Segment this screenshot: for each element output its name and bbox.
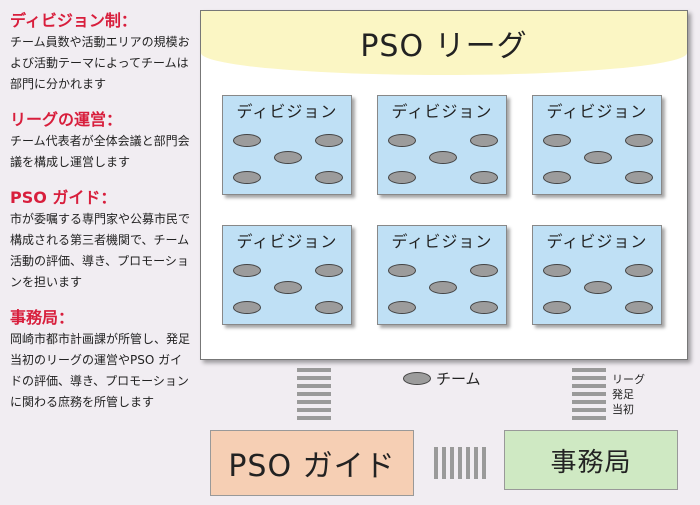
division-label: ディビジョン	[236, 232, 338, 251]
team-mark	[625, 134, 653, 147]
team-mark	[543, 264, 571, 277]
team-mark	[233, 264, 261, 277]
team-mark	[233, 301, 261, 314]
division-label: ディビジョン	[236, 102, 338, 121]
division-box: ディビジョン	[222, 225, 352, 325]
legend-team-icon	[403, 372, 431, 385]
team-mark	[388, 301, 416, 314]
secretariat-box: 事務局	[504, 430, 678, 490]
team-mark	[429, 281, 457, 294]
note-title: ディビジョン制：	[10, 11, 137, 30]
team-mark	[470, 264, 498, 277]
division-label: ディビジョン	[546, 102, 648, 121]
team-mark	[315, 264, 343, 277]
team-mark	[470, 134, 498, 147]
team-mark	[543, 171, 571, 184]
team-mark	[625, 301, 653, 314]
league-title: PSO リーグ	[360, 29, 528, 64]
team-mark	[543, 301, 571, 314]
team-mark	[543, 134, 571, 147]
note-title: PSO ガイド：	[10, 188, 117, 207]
team-mark	[470, 171, 498, 184]
connector-guide-office	[434, 447, 488, 479]
team-mark	[625, 264, 653, 277]
team-mark	[388, 171, 416, 184]
note-body: 岡崎市都市計画課が所管し、発足当初のリーグの運営やPSO ガイドの評価、導き、プ…	[10, 332, 191, 409]
connector-league-office	[572, 368, 606, 424]
team-mark	[315, 171, 343, 184]
team-mark	[274, 151, 302, 164]
legend-team-label: チーム	[436, 370, 481, 388]
note-pso-guide: PSO ガイド： 市が委嘱する専門家や公募市民で構成される第三者機関で、チーム活…	[10, 187, 192, 293]
team-mark	[388, 134, 416, 147]
explanation-panel: ディビジョン制： チーム員数や活動エリアの規模および活動テーマによってチームは部…	[10, 10, 192, 427]
note-secretariat: 事務局： 岡崎市都市計画課が所管し、発足当初のリーグの運営やPSO ガイドの評価…	[10, 307, 192, 413]
note-body: チーム員数や活動エリアの規模および活動テーマによってチームは部門に分かれます	[10, 35, 190, 91]
division-label: ディビジョン	[546, 232, 648, 251]
league-box: PSO リーグ ディビジョン ディビジョン ディビジョン ディビジョン ディビジ…	[200, 10, 688, 360]
division-box: ディビジョン	[377, 225, 507, 325]
team-mark	[388, 264, 416, 277]
division-label: ディビジョン	[391, 102, 493, 121]
team-mark	[625, 171, 653, 184]
side-note-line: 発足	[612, 388, 634, 401]
note-title: リーグの運営：	[10, 110, 123, 129]
division-box: ディビジョン	[222, 95, 352, 195]
team-mark	[315, 301, 343, 314]
division-box: ディビジョン	[532, 225, 662, 325]
team-mark	[470, 301, 498, 314]
team-mark	[429, 151, 457, 164]
team-mark	[233, 171, 261, 184]
secretariat-label: 事務局	[550, 447, 632, 478]
side-note-line: 当初	[612, 403, 634, 416]
division-box: ディビジョン	[532, 95, 662, 195]
team-mark	[584, 151, 612, 164]
note-body: 市が委嘱する専門家や公募市民で構成される第三者機関で、チーム活動の評価、導き、プ…	[10, 212, 191, 289]
note-league-operation: リーグの運営： チーム代表者が全体会議と部門会議を構成し運営します	[10, 109, 192, 173]
league-title-band: PSO リーグ	[201, 11, 687, 75]
side-note: リーグ 発足 当初	[612, 372, 645, 417]
pso-guide-label: PSO ガイド	[228, 449, 396, 484]
division-label: ディビジョン	[391, 232, 493, 251]
division-box: ディビジョン	[377, 95, 507, 195]
team-mark	[233, 134, 261, 147]
team-mark	[274, 281, 302, 294]
note-division-system: ディビジョン制： チーム員数や活動エリアの規模および活動テーマによってチームは部…	[10, 10, 192, 95]
note-body: チーム代表者が全体会議と部門会議を構成し運営します	[10, 134, 190, 169]
note-title: 事務局：	[10, 308, 75, 327]
connector-league-guide	[297, 368, 331, 424]
team-mark	[584, 281, 612, 294]
pso-guide-box: PSO ガイド	[210, 430, 414, 496]
side-note-line: リーグ	[612, 373, 645, 386]
team-mark	[315, 134, 343, 147]
